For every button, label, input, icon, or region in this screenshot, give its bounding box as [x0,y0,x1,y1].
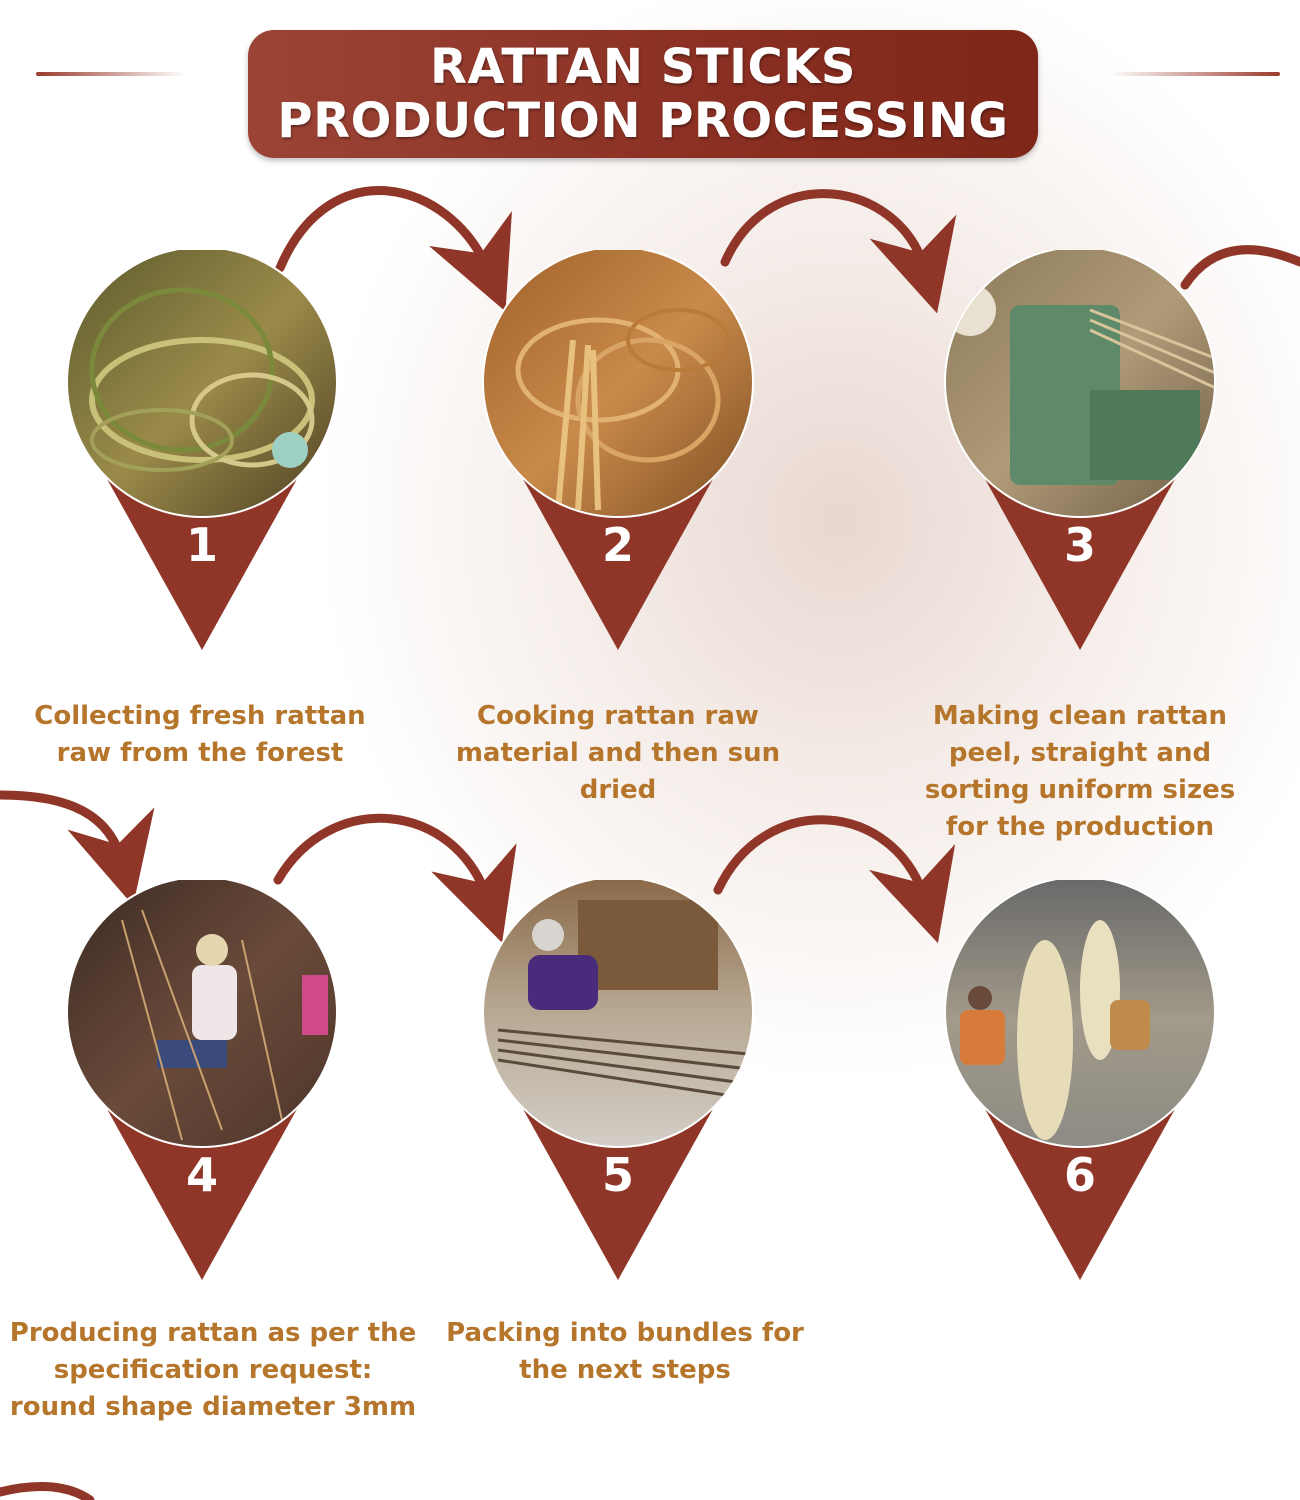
step-5-caption: Packing into bundles for the next steps [446,1318,804,1385]
step-1-number: 1 [185,518,218,572]
step-1-caption: Collecting fresh rattan raw from the for… [34,701,366,768]
step-5-pin: 5 [478,880,758,1280]
arrow-1-to-2 [275,186,512,312]
packing-bundles-photo [484,880,752,1146]
step-4-number: 4 [185,1148,218,1202]
arrow-2-to-3 [720,189,957,314]
arrow-3-to-next [1180,245,1300,290]
peeling-machine-photo [946,250,1214,516]
step-2-caption: Cooking rattan raw material and then sun… [455,701,781,805]
workers-processing-photo [68,880,336,1146]
step-2-pin: 2 [478,250,758,650]
arrow-bottom-left [0,1481,95,1500]
arrow-5-to-6 [713,815,956,944]
step-2-number: 2 [601,518,634,572]
step-4-caption: Producing rattan as per the specificatio… [9,1318,417,1422]
title-decoration-left [36,72,186,76]
step-6-pin: 6 [940,880,1220,1280]
title-decoration-right [1110,72,1280,76]
rattan-bundles-photo [68,250,336,516]
step-3-caption: Making clean rattan peel, straight and s… [924,701,1236,842]
step-1-pin: 1 [62,250,342,650]
step-3-pin: 3 [940,250,1220,650]
step-3-number: 3 [1063,518,1096,572]
title-line-1: RATTAN STICKS [430,39,856,95]
step-5-number: 5 [601,1148,634,1202]
title-banner: RATTAN STICKS PRODUCTION PROCESSING [248,30,1038,158]
step-4-pin: 4 [62,880,342,1280]
dried-rattan-photo [484,250,752,516]
step-6-number: 6 [1063,1148,1096,1202]
weaving-workshop-photo [946,880,1214,1146]
arrow-3-to-4 [0,790,155,906]
arrow-4-to-5 [273,813,517,943]
title-line-2: PRODUCTION PROCESSING [277,93,1009,149]
